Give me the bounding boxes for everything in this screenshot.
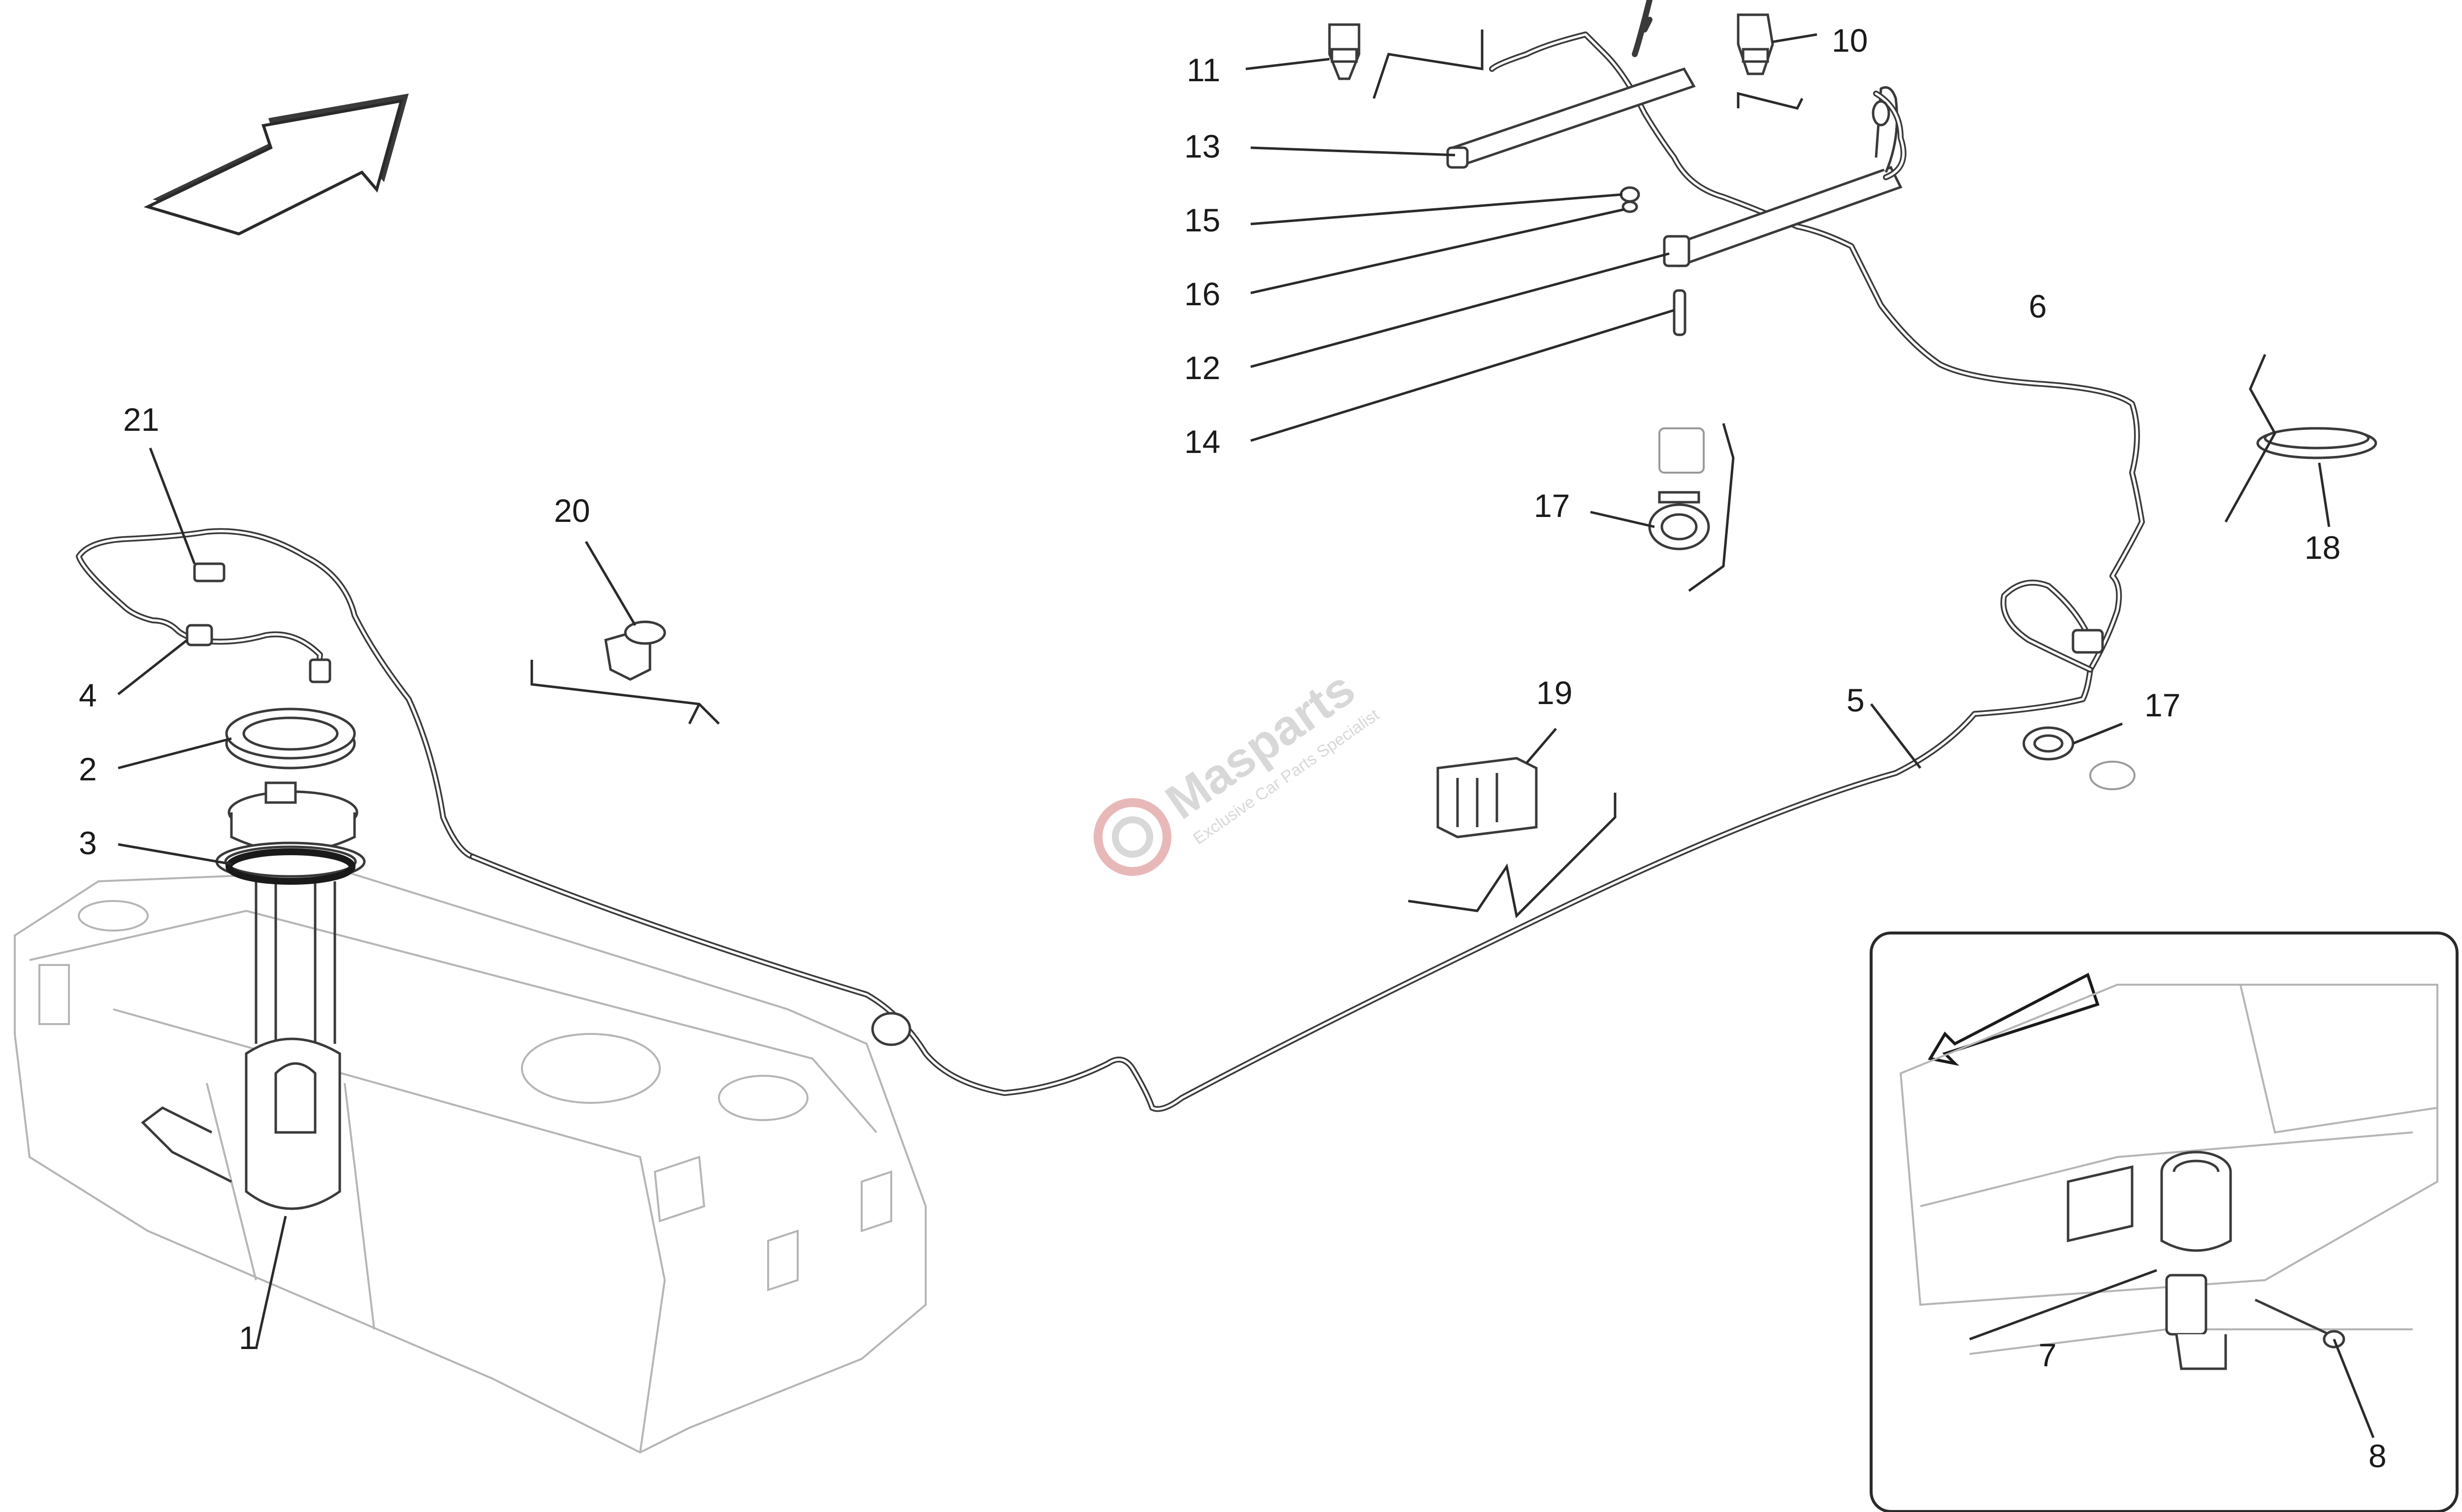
label-14: 14 bbox=[1184, 423, 1220, 460]
leader-lines bbox=[117, 33, 2375, 1438]
bracket-markers bbox=[530, 30, 2276, 919]
clamp-17-upper bbox=[1648, 427, 1710, 550]
label-17-upper: 17 bbox=[1534, 487, 1570, 524]
label-18: 18 bbox=[2304, 529, 2340, 566]
label-13: 13 bbox=[1184, 128, 1220, 164]
label-4: 4 bbox=[79, 677, 97, 713]
label-1: 1 bbox=[239, 1319, 257, 1356]
label-6: 6 bbox=[2029, 288, 2047, 324]
label-7: 7 bbox=[2039, 1337, 2057, 1373]
part-labels: 1 2 3 4 5 6 7 8 10 11 12 13 14 15 16 17 … bbox=[79, 22, 2387, 1474]
fuel-tank bbox=[14, 870, 927, 1454]
clip-20 bbox=[604, 620, 666, 681]
clip-10 bbox=[1737, 13, 1774, 75]
label-5: 5 bbox=[1846, 682, 1865, 718]
label-12: 12 bbox=[1184, 350, 1220, 386]
sensor-7 bbox=[2067, 1151, 2232, 1370]
label-11: 11 bbox=[1187, 52, 1221, 88]
label-20: 20 bbox=[554, 492, 590, 529]
clip-18 bbox=[2256, 427, 2377, 459]
pin-14 bbox=[1673, 289, 1686, 336]
label-16: 16 bbox=[1184, 276, 1220, 312]
direction-arrow bbox=[143, 94, 409, 236]
label-2: 2 bbox=[79, 751, 97, 787]
fuel-rails bbox=[1446, 67, 1907, 268]
wiring-harness bbox=[76, 528, 476, 860]
label-10: 10 bbox=[1832, 22, 1868, 59]
label-17-lower: 17 bbox=[2144, 687, 2180, 723]
clip-11 bbox=[1328, 23, 1361, 80]
inset-panel bbox=[1870, 932, 2459, 1512]
inset-arrow bbox=[1928, 972, 2100, 1066]
label-8: 8 bbox=[2368, 1438, 2387, 1474]
label-19: 19 bbox=[1536, 675, 1572, 711]
fuel-line-6 bbox=[1489, 0, 2145, 673]
label-3: 3 bbox=[79, 825, 97, 861]
seal-ring bbox=[226, 848, 356, 885]
watermark: Masparts Exclusive Car Parts Specialist bbox=[1094, 661, 1383, 876]
fuel-line-5 bbox=[470, 667, 2093, 1112]
clip-19 bbox=[1436, 757, 1538, 838]
clamp-17-lower bbox=[2022, 726, 2136, 790]
label-15: 15 bbox=[1184, 202, 1220, 238]
washer-15 bbox=[1620, 186, 1640, 213]
locking-ring bbox=[225, 708, 356, 770]
label-21: 21 bbox=[123, 401, 159, 438]
